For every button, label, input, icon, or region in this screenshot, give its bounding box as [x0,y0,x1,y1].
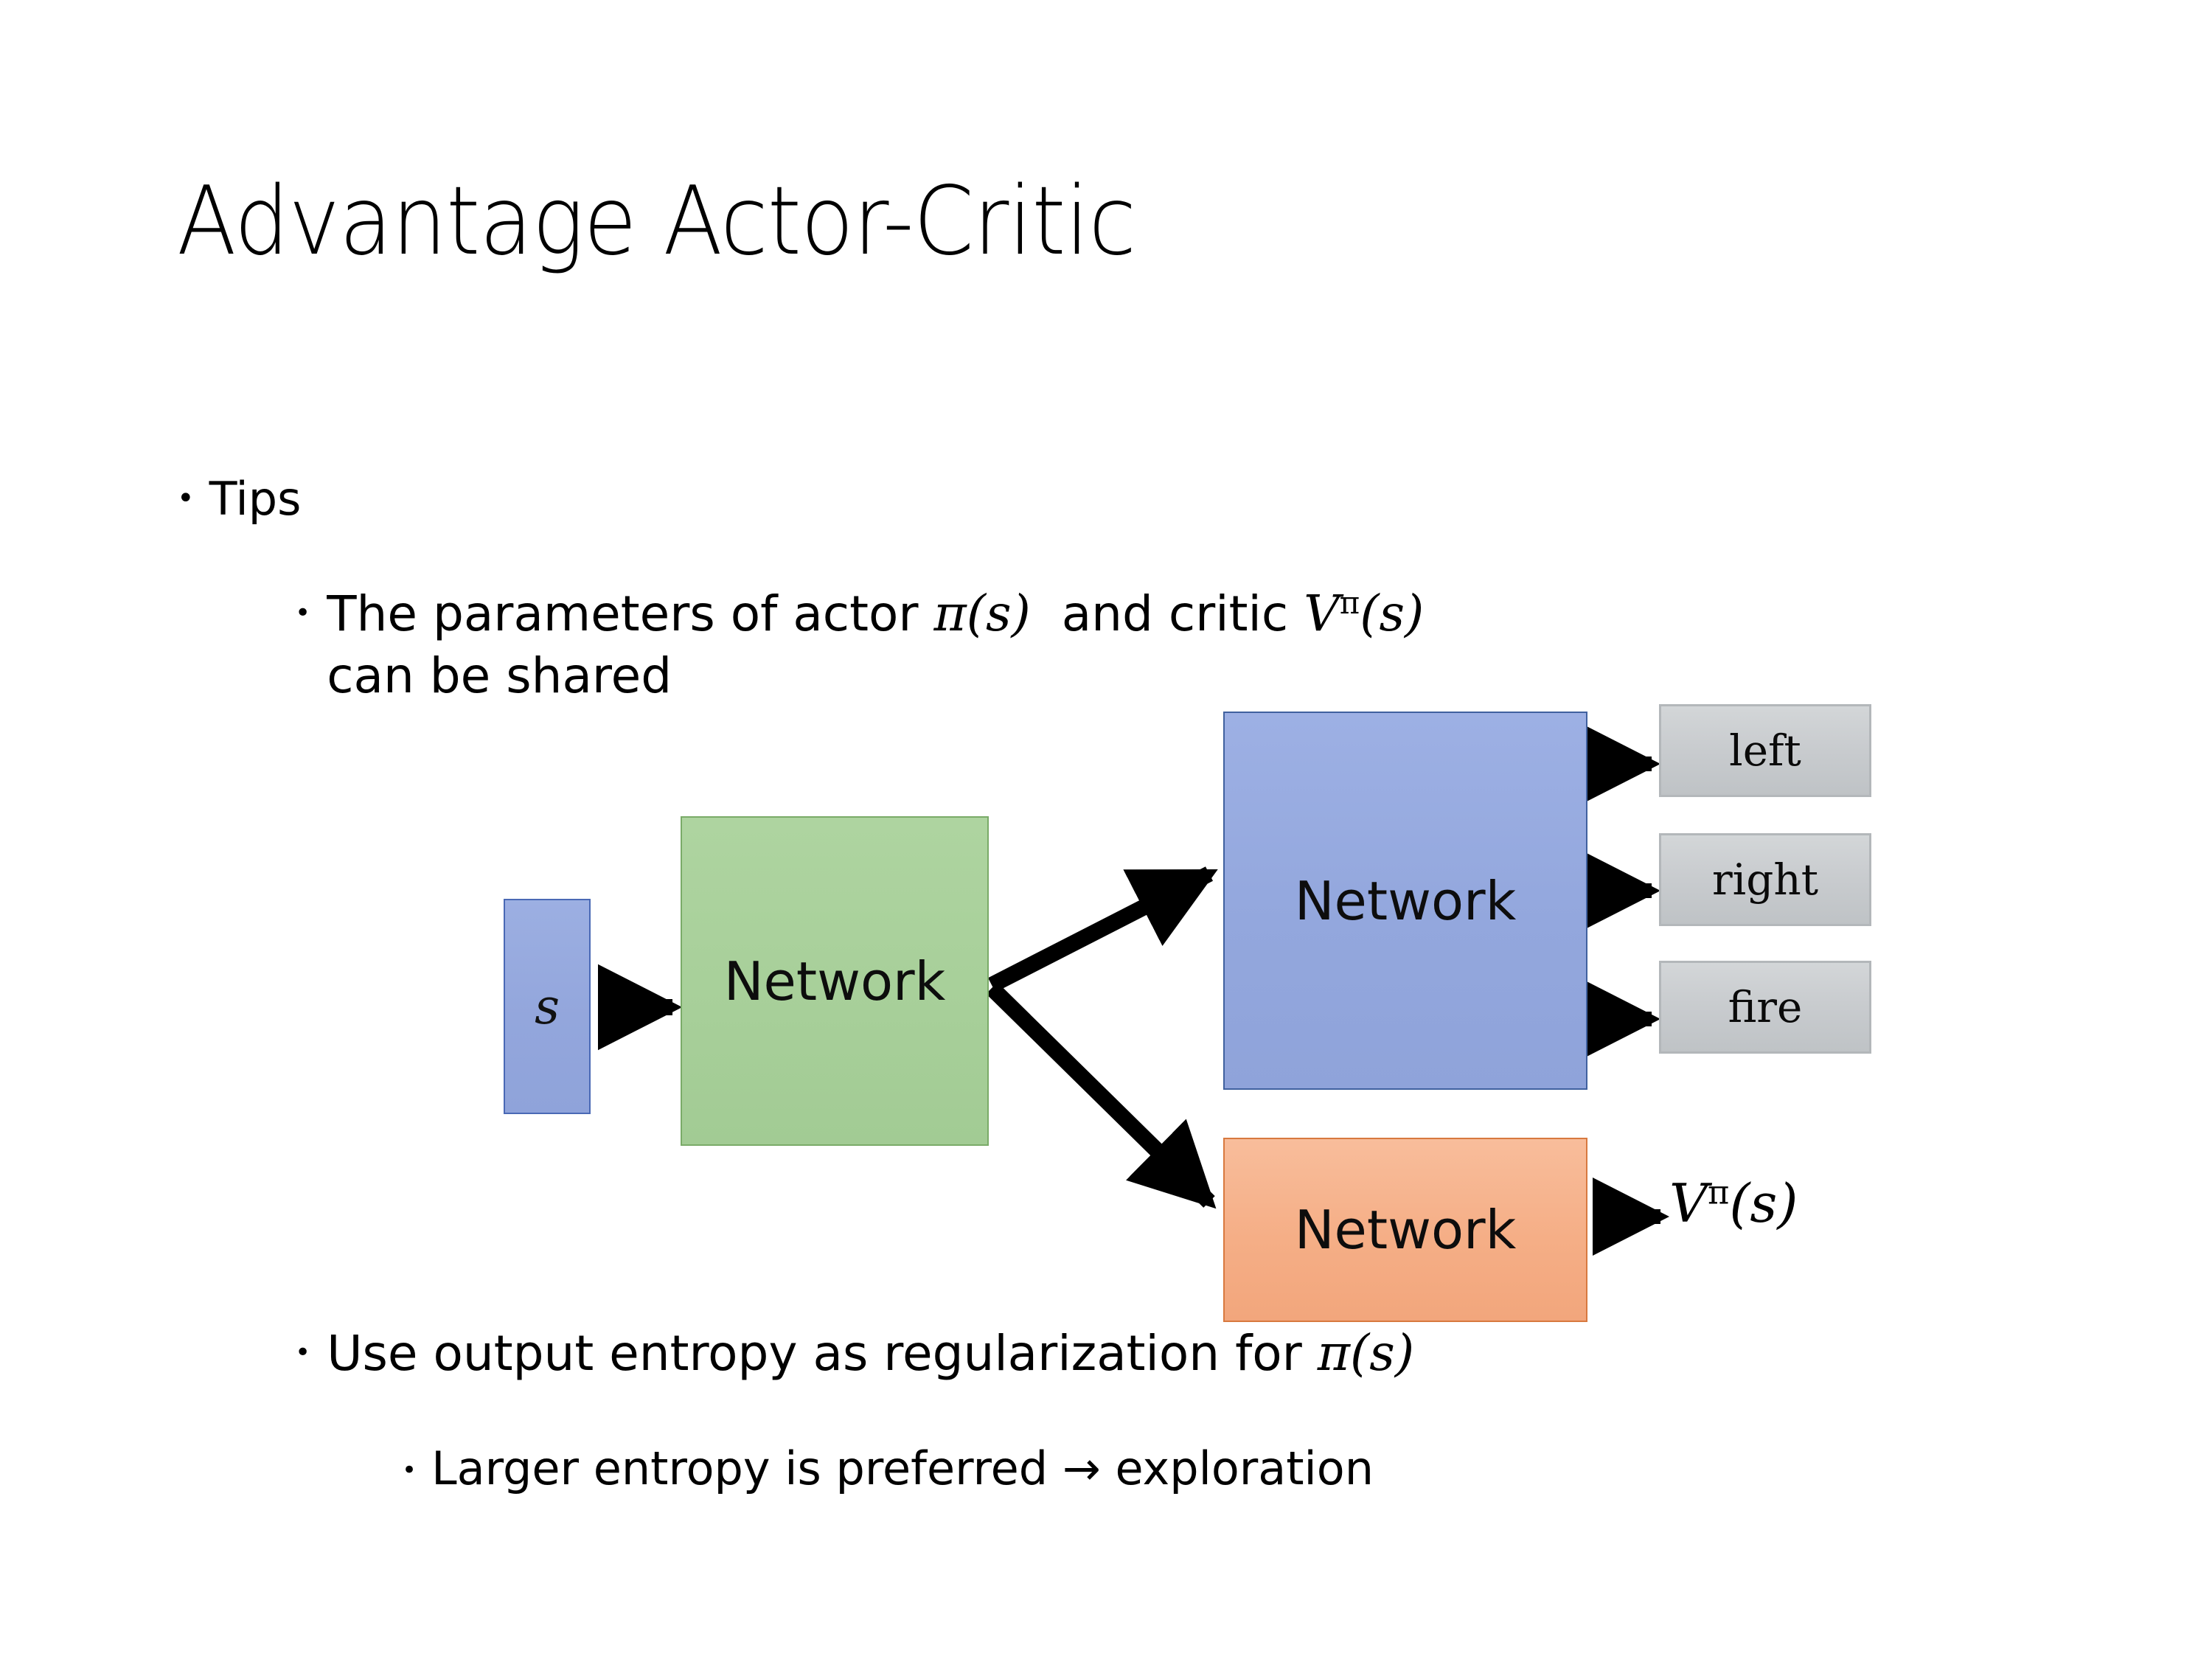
bullet-shared-parameters: • The parameters of actor π(s) and criti… [295,582,1991,706]
bullet-tips: • Tips [177,472,301,526]
diagram-critic-output-label: Vπ(s) [1669,1172,1798,1234]
bullet-marker: • [177,481,195,515]
diagram-action-right[interactable]: right [1659,833,1871,926]
text-entropy-prefix: Use output entropy as regularization for [327,1325,1318,1382]
diagram-node-state-label: s [535,978,560,1035]
critic-output-arg: (s) [1729,1172,1798,1234]
math-critic-base: V [1304,585,1340,642]
bullet-larger-entropy-label: Larger entropy is preferred → exploratio… [431,1441,1374,1495]
bullet-marker: • [402,1455,417,1485]
bullet-tips-label: Tips [209,472,302,526]
math-actor-pi-s: π(s) [933,585,1031,642]
text-params-line2: can be shared [327,647,672,704]
diagram-action-right-label: right [1711,855,1819,905]
diagram-action-fire-label: fire [1728,982,1803,1032]
diagram-action-left[interactable]: left [1659,704,1871,797]
bullet-entropy-label: Use output entropy as regularization for… [327,1324,1414,1383]
diagram-node-actor-network[interactable]: Network [1223,712,1587,1090]
text-params-mid: and critic [1030,585,1304,642]
bullet-entropy-regularization: • Use output entropy as regularization f… [295,1324,1414,1383]
diagram-node-critic-network[interactable]: Network [1223,1138,1587,1322]
critic-output-base: V [1669,1172,1708,1234]
bullet-shared-parameters-label: The parameters of actor π(s) and critic … [327,582,1424,706]
text-params-prefix: The parameters of actor [327,585,934,642]
critic-output-superscript: π [1708,1173,1730,1212]
bullet-marker: • [295,598,311,628]
diagram-node-state[interactable]: s [504,899,591,1114]
page-title: Advantage Actor-Critic [177,167,1136,276]
arrow-shared-to-critic-network [986,982,1217,1209]
diagram-action-left-label: left [1729,726,1801,776]
arrow-shared-to-actor-network [987,866,1218,992]
math-critic-arg: (s) [1360,585,1425,642]
diagram-node-shared-network-label: Network [723,950,946,1012]
bullet-marker: • [295,1338,311,1368]
math-critic-superscript: π [1339,585,1360,622]
diagram-action-fire[interactable]: fire [1659,961,1871,1054]
diagram-node-actor-network-label: Network [1294,869,1517,932]
math-policy-pi-s: π(s) [1317,1324,1415,1382]
diagram-node-shared-network[interactable]: Network [681,816,989,1146]
math-critic-v-pi-s: Vπ(s) [1304,585,1424,642]
bullet-larger-entropy: • Larger entropy is preferred → explorat… [402,1441,1374,1496]
diagram-node-critic-network-label: Network [1294,1199,1517,1261]
